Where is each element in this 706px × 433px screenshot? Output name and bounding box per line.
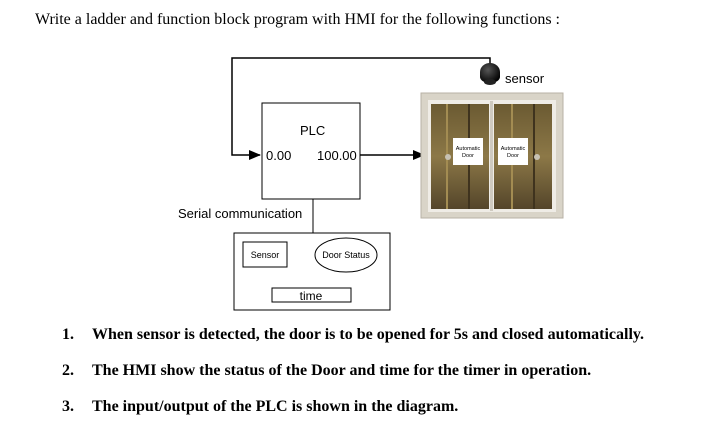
door-sign-left-line2: Door	[462, 153, 474, 159]
task-text: The HMI show the status of the Door and …	[92, 362, 592, 379]
hmi-time-field	[271, 287, 352, 303]
sensor-label: sensor	[505, 71, 545, 86]
plc-box	[261, 102, 361, 200]
hmi-time-label: time	[300, 289, 323, 303]
plc-title: PLC	[300, 123, 325, 138]
intro-text: Write a ladder and function block progra…	[35, 11, 560, 28]
sensor-feedback-wire	[231, 57, 491, 160]
door-sign-right-line1: Automatic	[501, 146, 526, 152]
task-item: 1. When sensor is detected, the door is t…	[62, 324, 644, 360]
task-item: 2. The HMI show the status of the Door an…	[62, 360, 644, 396]
hmi-door-status-lamp	[314, 237, 378, 273]
task-number: 2.	[62, 362, 74, 379]
sensor-icon	[480, 63, 500, 85]
door-sign-left-line1: Automatic	[456, 146, 481, 152]
serial-communication-label: Serial communication	[178, 206, 302, 221]
automatic-door-image	[420, 92, 564, 219]
task-number: 1.	[62, 326, 74, 343]
hmi-sensor-button-label: Sensor	[251, 250, 280, 260]
task-text: The input/output of the PLC is shown in …	[92, 398, 459, 415]
task-number: 3.	[62, 398, 74, 415]
task-text: When sensor is detected, the door is to …	[92, 326, 645, 343]
hmi-door-status-label: Door Status	[322, 250, 370, 260]
hmi-sensor-button	[242, 241, 288, 268]
task-list: 1. When sensor is detected, the door is t…	[62, 324, 644, 432]
plc-output-address: 100.00	[317, 148, 357, 163]
task-item: 3. The input/output of the PLC is shown i…	[62, 396, 644, 432]
plc-input-address: 0.00	[266, 148, 291, 163]
door-sign-right-line2: Door	[507, 153, 519, 159]
